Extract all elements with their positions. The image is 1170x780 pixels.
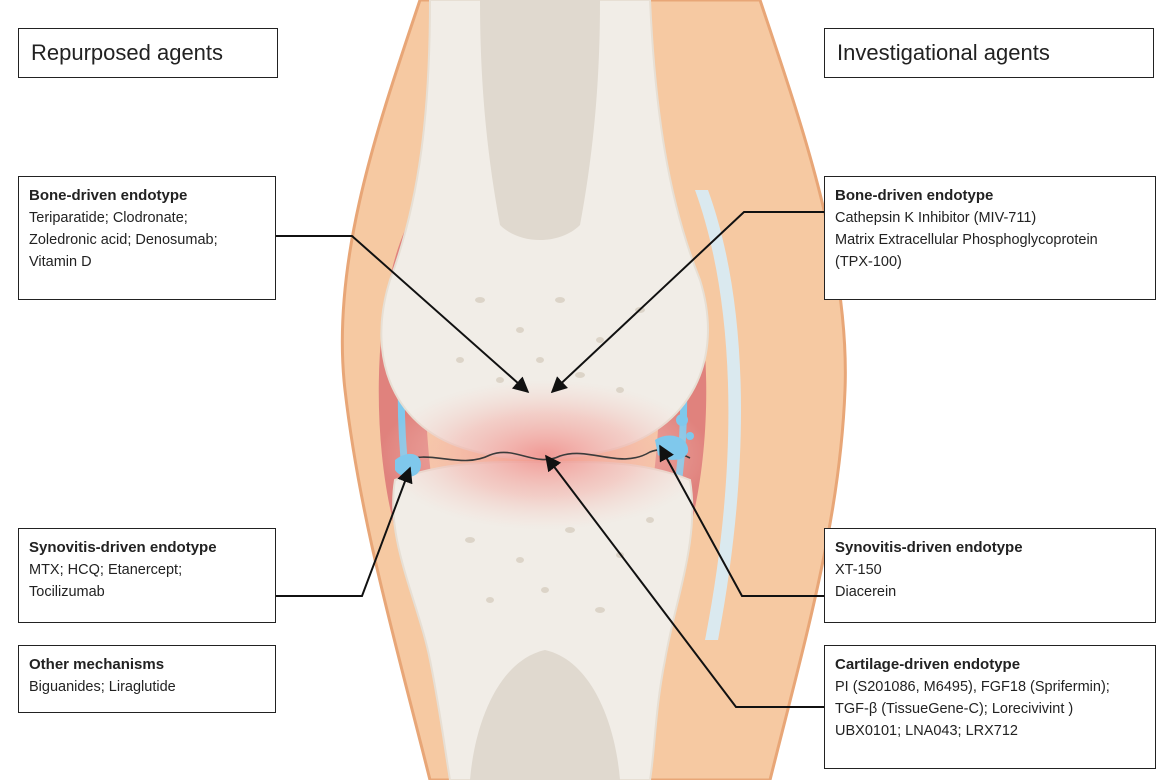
box-line: TGF-β (TissueGene-C); Lorecivivint ): [835, 698, 1145, 720]
box-line: UBX0101; LNA043; LRX712: [835, 720, 1145, 742]
investigational-agents-header: Investigational agents: [824, 28, 1154, 78]
synovial-fluid-drop: [686, 432, 694, 440]
box-line: Matrix Extracellular Phosphoglycoprotein: [835, 229, 1145, 251]
repurposed-agents-header: Repurposed agents: [18, 28, 278, 78]
left-bone-driven-box: Bone-driven endotype Teriparatide; Clodr…: [18, 176, 276, 300]
box-title: Other mechanisms: [29, 654, 265, 676]
femur-marrow: [480, 0, 600, 240]
box-line: Teriparatide; Clodronate;: [29, 207, 265, 229]
box-title: Synovitis-driven endotype: [835, 537, 1145, 559]
box-line: Cathepsin K Inhibitor (MIV-711): [835, 207, 1145, 229]
synovial-fluid-drop: [676, 414, 688, 426]
box-line: (TPX-100): [835, 251, 1145, 273]
header-right-text: Investigational agents: [837, 40, 1050, 65]
left-other-mechanisms-box: Other mechanisms Biguanides; Liraglutide: [18, 645, 276, 713]
box-line: PI (S201086, M6495), FGF18 (Sprifermin);: [835, 676, 1145, 698]
box-line: MTX; HCQ; Etanercept;: [29, 559, 265, 581]
header-left-text: Repurposed agents: [31, 40, 223, 65]
box-line: Diacerein: [835, 581, 1145, 603]
box-line: XT-150: [835, 559, 1145, 581]
box-title: Bone-driven endotype: [835, 185, 1145, 207]
box-line: Zoledronic acid; Denosumab;: [29, 229, 265, 251]
box-title: Bone-driven endotype: [29, 185, 265, 207]
box-title: Cartilage-driven endotype: [835, 654, 1145, 676]
right-cartilage-driven-box: Cartilage-driven endotype PI (S201086, M…: [824, 645, 1156, 769]
right-synovitis-driven-box: Synovitis-driven endotype XT-150 Diacere…: [824, 528, 1156, 623]
right-bone-driven-box: Bone-driven endotype Cathepsin K Inhibit…: [824, 176, 1156, 300]
box-title: Synovitis-driven endotype: [29, 537, 265, 559]
box-line: Biguanides; Liraglutide: [29, 676, 265, 698]
box-line: Tocilizumab: [29, 581, 265, 603]
left-synovitis-driven-box: Synovitis-driven endotype MTX; HCQ; Etan…: [18, 528, 276, 623]
box-line: Vitamin D: [29, 251, 265, 273]
